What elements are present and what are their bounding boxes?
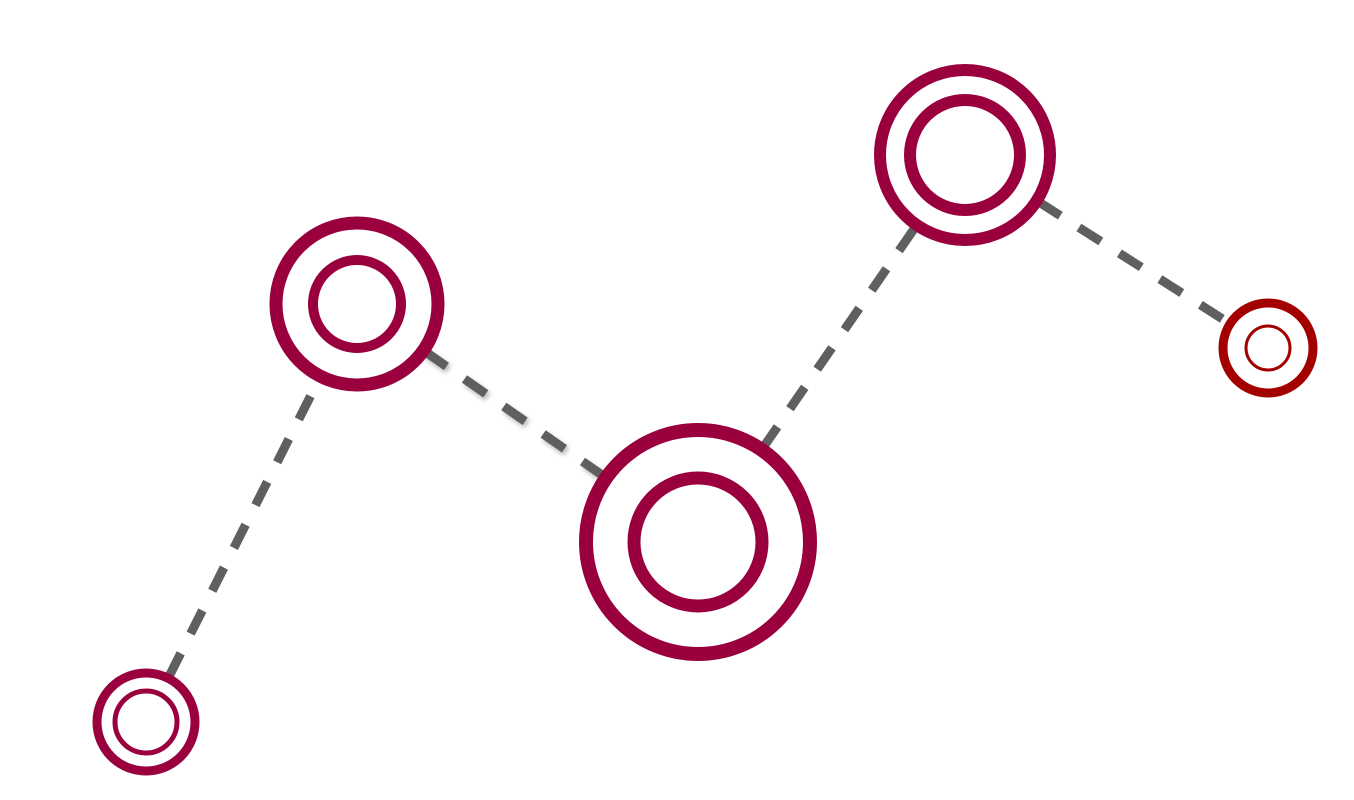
connector-node-4-node-5 [1035,197,1231,327]
node-4-inner-ring [904,94,1026,216]
node-5 [1218,298,1318,398]
node-3-inner-ring [627,471,769,613]
node-2 [269,216,445,392]
connector-layer [164,197,1231,679]
node-5-inner-ring [1244,324,1292,372]
node-5-outer-ring [1218,298,1318,398]
node-2-inner-ring [308,255,406,353]
node-1-outer-ring [92,668,200,776]
node-1-inner-ring [112,688,180,756]
node-1 [92,668,200,776]
connector-node-1-node-2 [164,376,324,679]
node-3-outer-ring [579,423,817,661]
node-4 [874,64,1056,246]
node-layer [92,64,1318,776]
connector-node-2-node-3 [422,347,608,481]
node-2-outer-ring [269,216,445,392]
connector-node-3-node-4 [758,224,920,451]
node-3 [579,423,817,661]
